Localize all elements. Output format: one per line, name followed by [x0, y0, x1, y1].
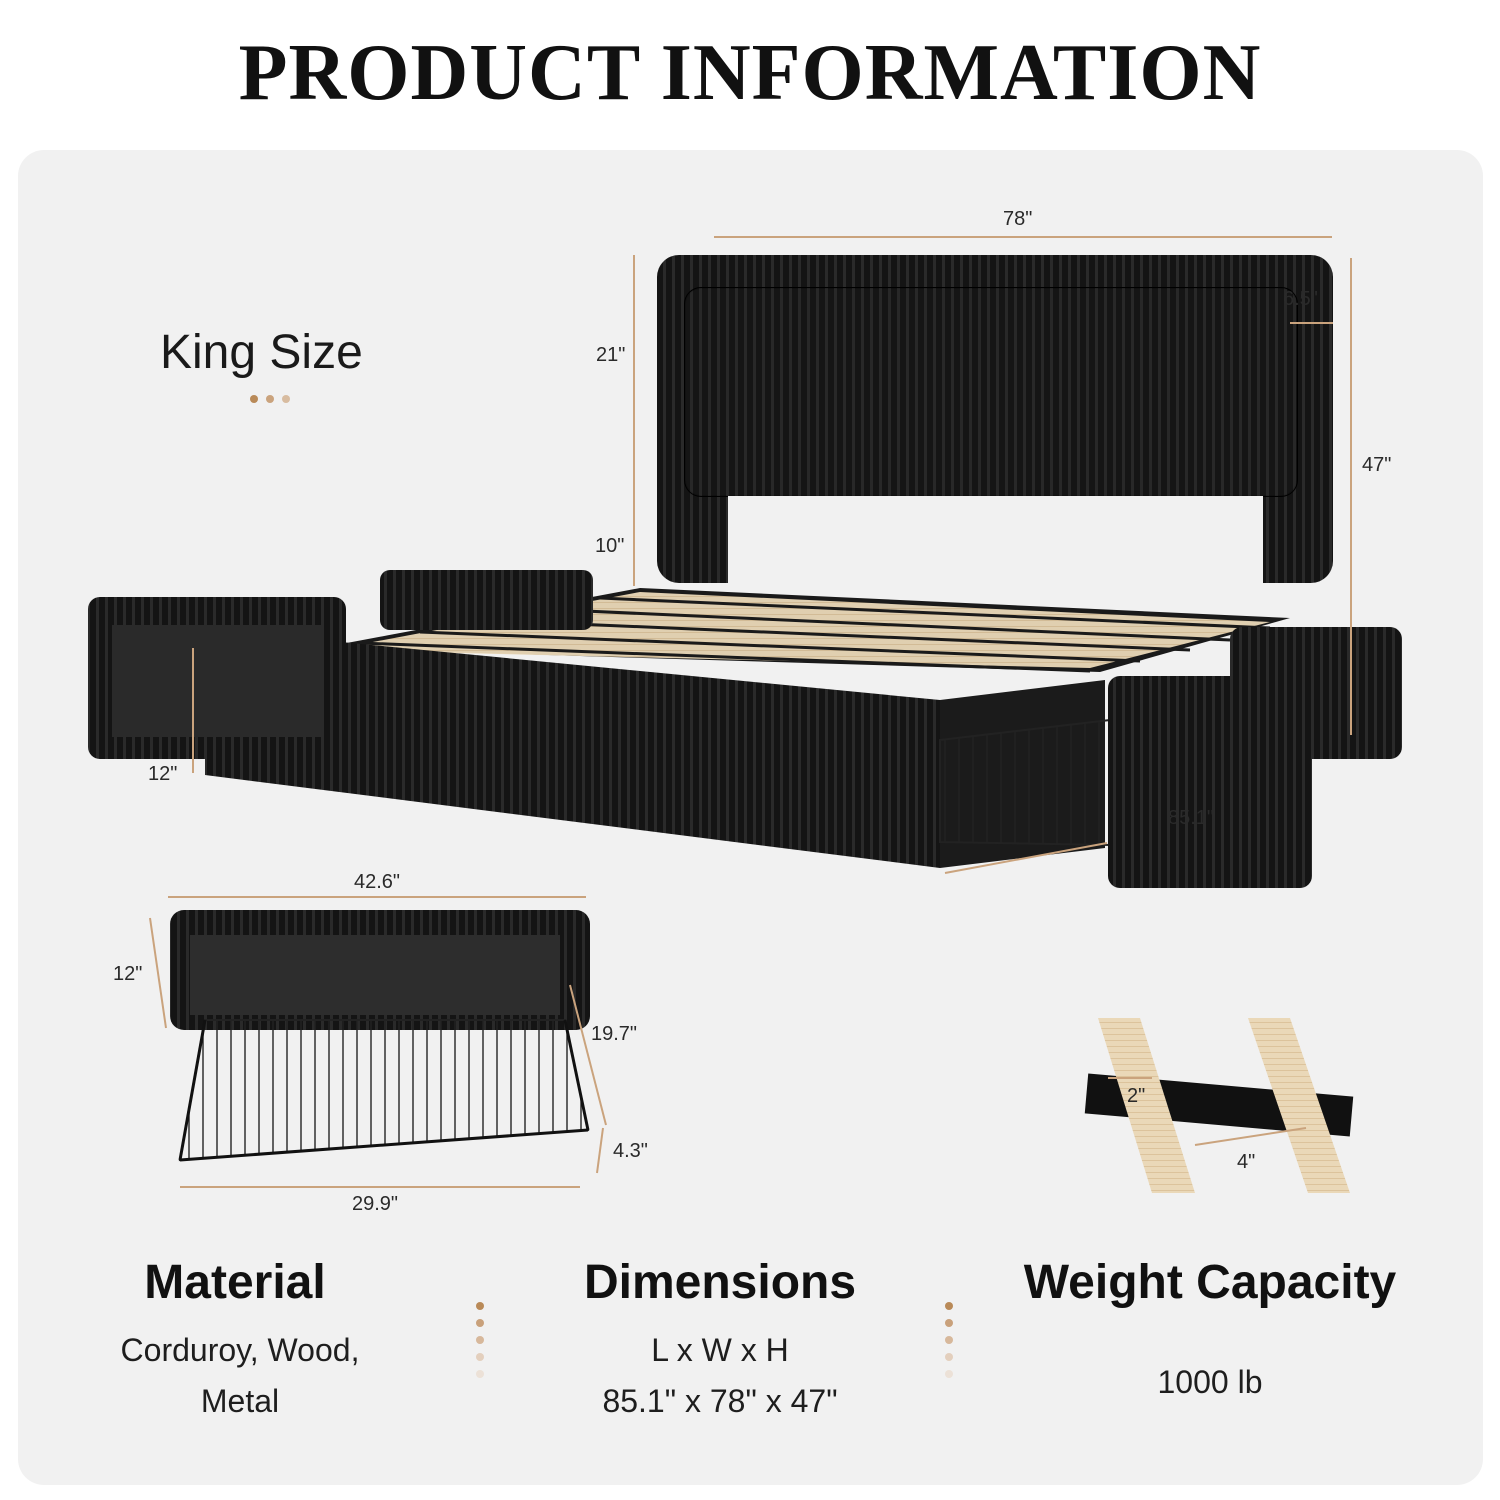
weight-heading: Weight Capacity: [1023, 1256, 1397, 1309]
headboard: [657, 255, 1333, 586]
material-heading: Material: [144, 1256, 326, 1309]
dim-drawer-width: 42.6": [354, 871, 401, 893]
dim-slat-gap: 4": [1237, 1151, 1256, 1173]
dim-drawer-height: 12": [113, 963, 143, 985]
slat-detail: [1084, 1018, 1354, 1193]
dimension-lines: [149, 236, 1352, 1188]
divider-dots-right: [945, 1302, 955, 1387]
dim-total-height: 47": [1362, 454, 1392, 476]
dim-headboard-upper: 21": [596, 344, 626, 366]
dimensions-heading: Dimensions: [583, 1256, 857, 1309]
page-title: PRODUCT INFORMATION: [238, 29, 1262, 117]
drawer-fronts: [88, 570, 1402, 888]
dim-drawer-depth: 19.7": [591, 1023, 638, 1045]
material-line-2: Metal: [200, 1383, 280, 1419]
dim-bed-length: 85.1": [1168, 807, 1215, 829]
size-label: King Size: [160, 326, 363, 379]
accent-dots: [250, 390, 298, 408]
dimensions-line-1: L x W x H: [651, 1332, 789, 1368]
dim-headboard-depth: 6.5": [1283, 288, 1318, 310]
weight-line-1: 1000 lb: [1157, 1364, 1263, 1400]
dim-slat-width: 2": [1127, 1085, 1146, 1107]
dim-basket-width: 29.9": [352, 1193, 399, 1215]
dim-basket-height: 4.3": [613, 1140, 648, 1162]
dim-side-rail-height: 12": [148, 763, 178, 785]
material-line-1: Corduroy, Wood,: [120, 1332, 360, 1368]
divider-dots-left: [476, 1302, 486, 1387]
drawer-detail: [170, 910, 590, 1162]
dim-bed-width: 78": [1003, 208, 1033, 230]
dimensions-line-2: 85.1" x 78" x 47": [602, 1383, 838, 1419]
dim-headboard-lower: 10": [595, 535, 625, 557]
